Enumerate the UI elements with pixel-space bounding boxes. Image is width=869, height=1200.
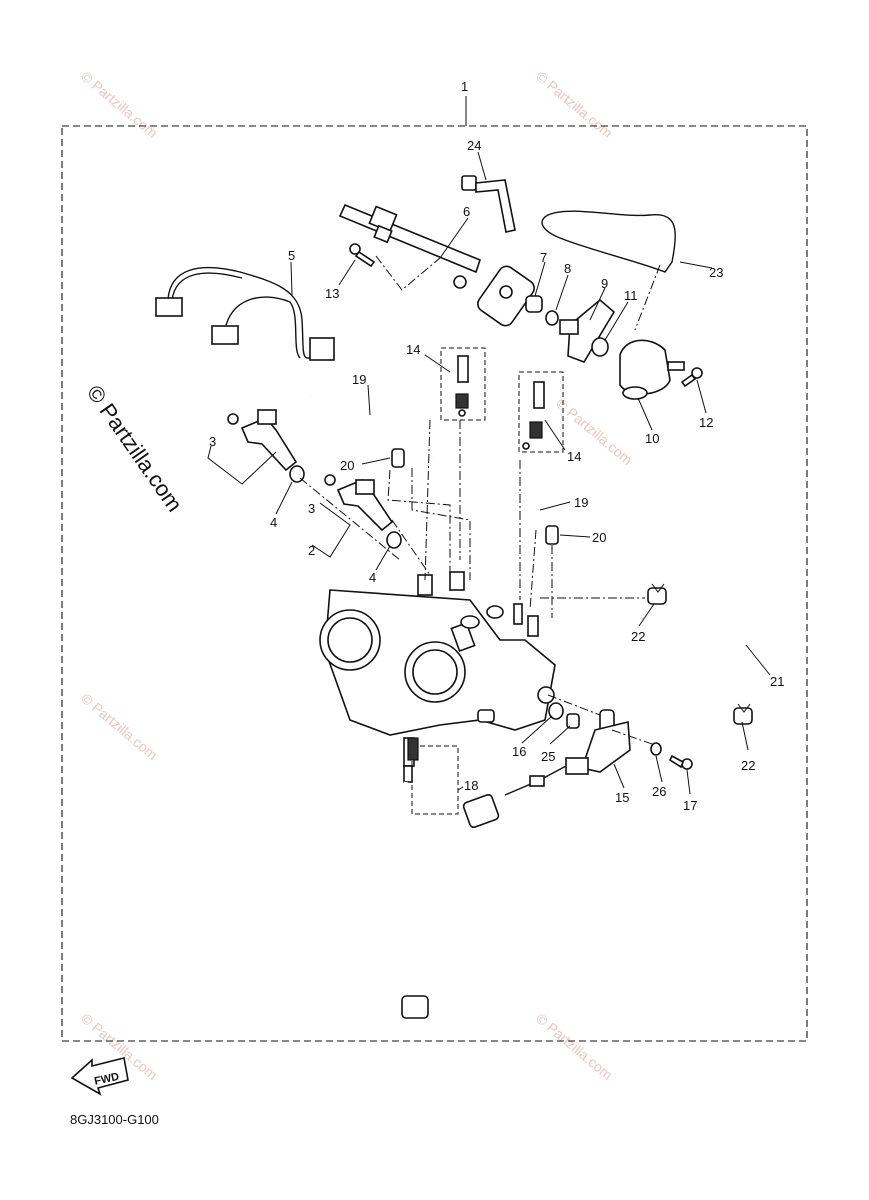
- callout-17: 17: [683, 798, 697, 813]
- o-ring: [545, 310, 559, 326]
- callout-16: 16: [512, 744, 526, 759]
- hose-cap: [391, 448, 405, 468]
- throttle-body: [319, 571, 556, 767]
- callout-9: 9: [601, 276, 608, 291]
- callout-5: 5: [288, 248, 295, 263]
- callout-4: 4: [270, 515, 277, 530]
- screw: [680, 367, 703, 388]
- fuel-hose: [541, 210, 676, 273]
- callout-22: 22: [631, 629, 645, 644]
- callout-20: 20: [592, 530, 606, 545]
- inset-kit: [440, 347, 486, 421]
- breather-hose-inner: [679, 592, 754, 725]
- assembly-lines: [299, 255, 661, 746]
- watermark: © Partzilla.com: [533, 1010, 616, 1083]
- joint-plate: [559, 298, 616, 363]
- callout-25: 25: [541, 749, 555, 764]
- injector: [324, 474, 394, 532]
- callout-21: 21: [770, 674, 784, 689]
- callout-2: 2: [308, 543, 315, 558]
- injector: [227, 409, 298, 472]
- o-ring: [591, 337, 609, 357]
- hose-clip: [461, 175, 516, 233]
- collar: [525, 295, 543, 313]
- fuel-rail: [338, 203, 535, 327]
- hose-clamp: [647, 583, 667, 605]
- callout-22: 22: [741, 758, 755, 773]
- callout-20: 20: [340, 458, 354, 473]
- screw: [668, 754, 693, 770]
- collar: [566, 713, 580, 729]
- o-ring: [548, 702, 564, 720]
- inset-kit: [411, 745, 459, 815]
- hose-clamp: [733, 703, 753, 725]
- watermark-large: © Partzilla.com: [82, 381, 188, 517]
- hose-cap: [545, 525, 559, 545]
- vacuum-hose-inner: [307, 392, 423, 482]
- callout-18: 18: [464, 778, 478, 793]
- watermark: © Partzilla.com: [533, 68, 616, 141]
- callout-24: 24: [467, 138, 481, 153]
- wire-harness: [155, 266, 335, 361]
- callout-3: 3: [209, 434, 216, 449]
- callout-19: 19: [574, 495, 588, 510]
- callout-15: 15: [615, 790, 629, 805]
- callout-6: 6: [463, 204, 470, 219]
- sensor-cable: [401, 737, 471, 1019]
- callout-14: 14: [406, 342, 420, 357]
- callout-3: 3: [308, 501, 315, 516]
- callout-11: 11: [624, 288, 638, 303]
- washer: [650, 742, 662, 756]
- throttle-position-sensor: [462, 709, 631, 829]
- o-ring: [386, 531, 402, 549]
- inset-kit: [518, 371, 564, 453]
- callout-labels: 1 2 3 3 4 4 5 6 7 8 9 10 11 12 13 14 14 …: [209, 79, 784, 813]
- callout-13: 13: [325, 286, 339, 301]
- callout-7: 7: [540, 250, 547, 265]
- watermark: © Partzilla.com: [78, 68, 161, 141]
- bolt: [349, 243, 376, 268]
- callout-10: 10: [645, 431, 659, 446]
- callout-12: 12: [699, 415, 713, 430]
- watermark: © Partzilla.com: [553, 395, 636, 468]
- fwd-arrow-icon: FWD: [70, 1057, 129, 1096]
- callout-19: 19: [352, 372, 366, 387]
- callout-1: 1: [461, 79, 468, 94]
- callout-26: 26: [652, 784, 666, 799]
- callout-4: 4: [369, 570, 376, 585]
- callout-23: 23: [709, 265, 723, 280]
- pressure-regulator: [619, 339, 685, 400]
- watermark: © Partzilla.com: [78, 690, 161, 763]
- vacuum-hose-inner: [429, 456, 541, 521]
- diagram-code: 8GJ3100-G100: [70, 1112, 159, 1127]
- leader-lines: [207, 151, 771, 795]
- callout-14: 14: [567, 449, 581, 464]
- fwd-label: FWD: [93, 1071, 120, 1088]
- callout-8: 8: [564, 261, 571, 276]
- assembly-border: [61, 125, 808, 1042]
